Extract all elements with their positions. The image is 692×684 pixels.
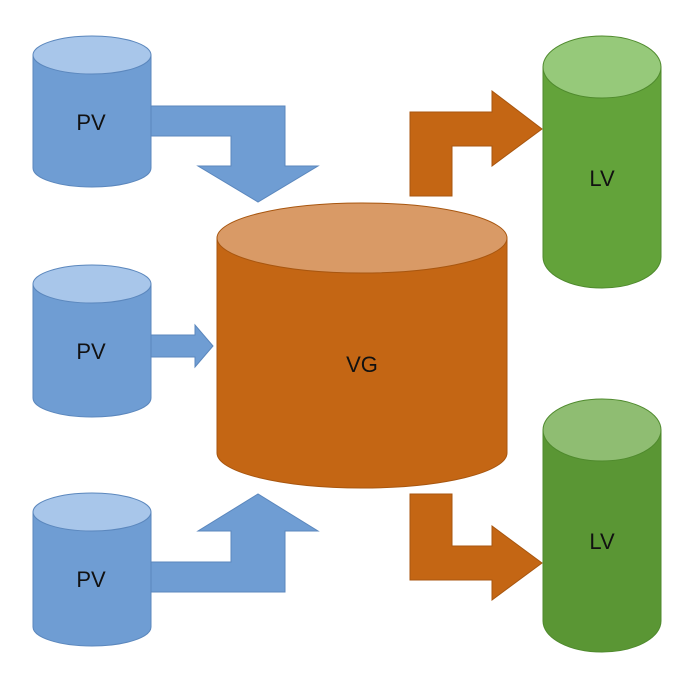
pv-cylinder-2: PV bbox=[32, 264, 152, 418]
pv-cylinder-3: PV bbox=[32, 492, 152, 647]
pv-cylinder-1: PV bbox=[32, 35, 152, 188]
lv-cylinder-1: LV bbox=[542, 35, 662, 289]
lv-cylinder-2: LV bbox=[542, 398, 662, 653]
pv-label-2: PV bbox=[76, 339, 106, 364]
vg-cylinder: VG bbox=[216, 202, 508, 489]
pv-label-3: PV bbox=[76, 567, 106, 592]
pv-label-1: PV bbox=[76, 110, 106, 135]
vg-to-lv1-arrow bbox=[409, 89, 543, 197]
lv-label-1: LV bbox=[589, 166, 615, 191]
pv2-to-vg-arrow bbox=[149, 323, 214, 369]
pv1-to-vg-arrow bbox=[149, 105, 320, 203]
pv3-to-vg-arrow bbox=[149, 493, 320, 593]
lv-label-2: LV bbox=[589, 529, 615, 554]
vg-label: VG bbox=[346, 352, 378, 377]
vg-to-lv2-arrow bbox=[409, 493, 543, 601]
